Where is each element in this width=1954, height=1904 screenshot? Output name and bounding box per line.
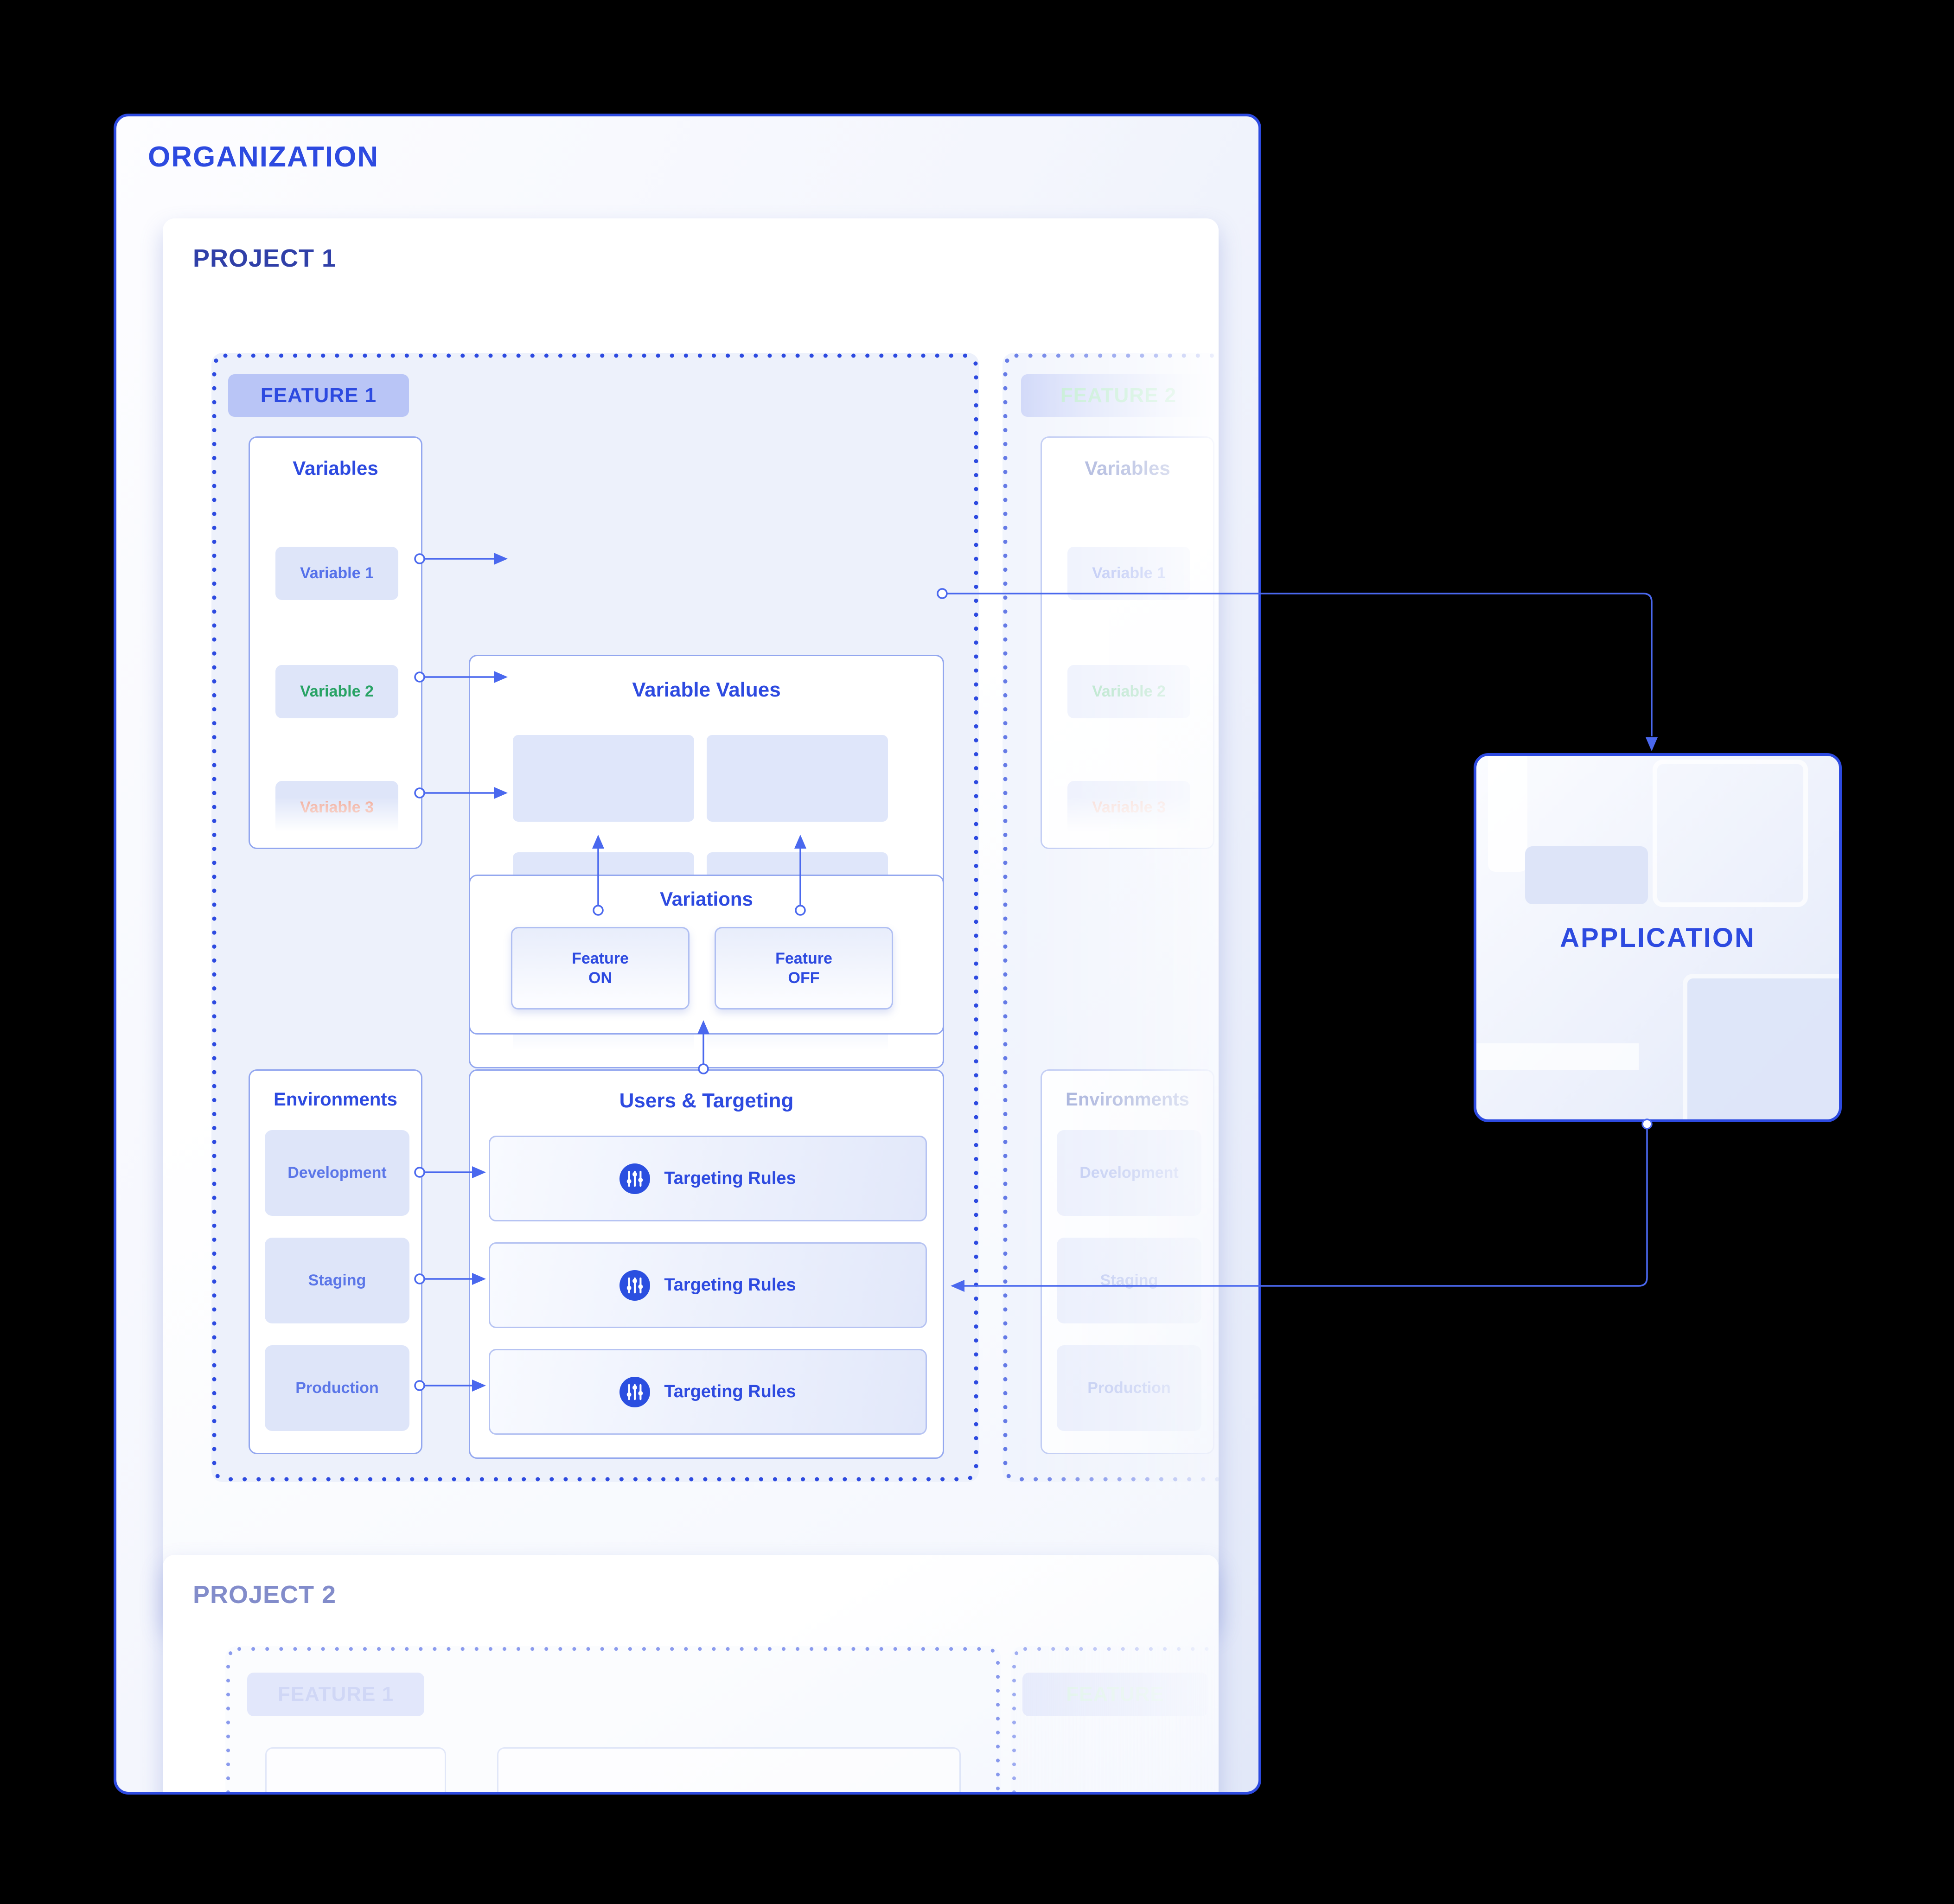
feature2-faded-wrapper: FEATURE 2 Variables Variable 1 Variable … (1003, 353, 1219, 1482)
project2-feature1-label: FEATURE 1 (247, 1673, 424, 1716)
feature-off-card: Feature OFF (715, 927, 893, 1010)
sliders-icon (619, 1270, 651, 1301)
app-decor-shape (1488, 756, 1527, 872)
variable-1-pill: Variable 1 (275, 547, 398, 600)
variations-box: Variations Feature ON Feature OFF (469, 875, 944, 1035)
feature2-variables-title: Variables (1085, 457, 1170, 479)
feature-on-card: Feature ON (511, 927, 690, 1010)
targeting-rules-row: Targeting Rules (489, 1349, 927, 1435)
targeting-rules-row: Targeting Rules (489, 1136, 927, 1221)
feature1-box: FEATURE 1 Variables Variable 1 Variable … (211, 353, 979, 1482)
feature1-label: FEATURE 1 (228, 374, 409, 417)
feature2-variable-2-label: Variable 2 (1092, 683, 1166, 700)
variable-1-label: Variable 1 (300, 564, 374, 582)
feature-on-line2: ON (588, 969, 612, 987)
feature2-variable-1-label: Variable 1 (1092, 564, 1166, 582)
targeting-rules-label: Targeting Rules (664, 1275, 796, 1295)
app-decor-shape (1476, 1043, 1639, 1070)
organization-title: ORGANIZATION (148, 141, 379, 173)
users-targeting-title: Users & Targeting (619, 1089, 794, 1112)
project2-title: PROJECT 2 (193, 1581, 337, 1609)
feature2-variables-box: Variables Variable 1 Variable 2 Variable… (1041, 436, 1214, 849)
feature2-environments-box: Environments Development Staging Product… (1041, 1069, 1214, 1454)
feature2-box: FEATURE 2 Variables Variable 1 Variable … (1003, 353, 1219, 1482)
project2-feature1-label-text: FEATURE 1 (277, 1683, 394, 1706)
environment-production-label: Production (295, 1379, 379, 1397)
feature2-label-text: FEATURE 2 (1060, 384, 1177, 407)
feature-on-line1: Feature (572, 949, 629, 967)
variables-title: Variables (293, 457, 378, 479)
project2-feature2-label-text: FEATURE (1066, 1683, 1164, 1706)
application-title: APPLICATION (1560, 922, 1756, 953)
environment-staging-label: Staging (308, 1271, 366, 1289)
project1-card: PROJECT 1 FEATURE 1 Variables Variable 1… (163, 218, 1219, 1626)
app-decor-shape (1525, 846, 1648, 904)
feature2-variable-2-pill: Variable 2 (1067, 665, 1190, 718)
sliders-icon (619, 1376, 651, 1407)
feature2-environment-production-label: Production (1087, 1379, 1171, 1397)
project2-ghost-box (265, 1747, 446, 1792)
feature2-environment-staging-label: Staging (1100, 1271, 1158, 1289)
feature2-environment-development-label: Development (1079, 1164, 1179, 1182)
feature2-variable-3-pill: Variable 3 (1067, 781, 1190, 834)
targeting-rules-label: Targeting Rules (664, 1169, 796, 1188)
feature2-environments-title: Environments (1066, 1089, 1189, 1110)
project2-feature2-dotted-border (1012, 1647, 1219, 1792)
feature-off-line1: Feature (775, 949, 832, 967)
users-targeting-box: Users & Targeting Targeting Rules (469, 1069, 944, 1459)
feature1-label-text: FEATURE 1 (260, 384, 377, 407)
app-decor-shape (1653, 760, 1808, 907)
environments-title: Environments (274, 1089, 397, 1110)
environment-production-pill: Production (265, 1345, 409, 1431)
project2-feature1-box: FEATURE 1 (225, 1646, 1001, 1792)
variable-3-label: Variable 3 (300, 799, 374, 816)
environment-staging-pill: Staging (265, 1238, 409, 1323)
variable-value-cell (707, 735, 888, 822)
sliders-icon (619, 1163, 651, 1194)
project2-feature2-label: FEATURE (1022, 1673, 1208, 1716)
application-box: APPLICATION (1474, 753, 1842, 1122)
variable-2-label: Variable 2 (300, 683, 374, 700)
variable-values-title: Variable Values (632, 678, 781, 701)
arrowhead-icon (1646, 737, 1658, 751)
organization-panel: ORGANIZATION PROJECT 1 FEATURE 1 Variabl… (114, 114, 1261, 1795)
project1-title: PROJECT 1 (193, 244, 337, 272)
feature2-environment-production-pill: Production (1057, 1345, 1201, 1431)
variable-2-pill: Variable 2 (275, 665, 398, 718)
variable-3-pill: Variable 3 (275, 781, 398, 834)
feature2-environment-development-pill: Development (1057, 1130, 1201, 1216)
variable-value-cell (513, 735, 694, 822)
project2-card: PROJECT 2 FEATURE 1 FEATURE (163, 1555, 1219, 1792)
targeting-rules-row: Targeting Rules (489, 1242, 927, 1328)
feature-off-line2: OFF (788, 969, 820, 987)
feature2-label: FEATURE 2 (1021, 374, 1216, 417)
variables-box: Variables Variable 1 Variable 2 Variable… (249, 436, 422, 849)
feature2-variable-1-pill: Variable 1 (1067, 547, 1190, 600)
project2-feature2-box: FEATURE (1011, 1646, 1219, 1792)
environment-development-pill: Development (265, 1130, 409, 1216)
targeting-rules-label: Targeting Rules (664, 1382, 796, 1401)
environments-box: Environments Development Staging Product… (249, 1069, 422, 1454)
environment-development-label: Development (287, 1164, 387, 1182)
project2-ghost-box (497, 1747, 961, 1792)
variations-title: Variations (660, 888, 753, 910)
feature2-environment-staging-pill: Staging (1057, 1238, 1201, 1323)
app-decor-shape (1683, 974, 1839, 1119)
feature2-variable-3-label: Variable 3 (1092, 799, 1166, 816)
